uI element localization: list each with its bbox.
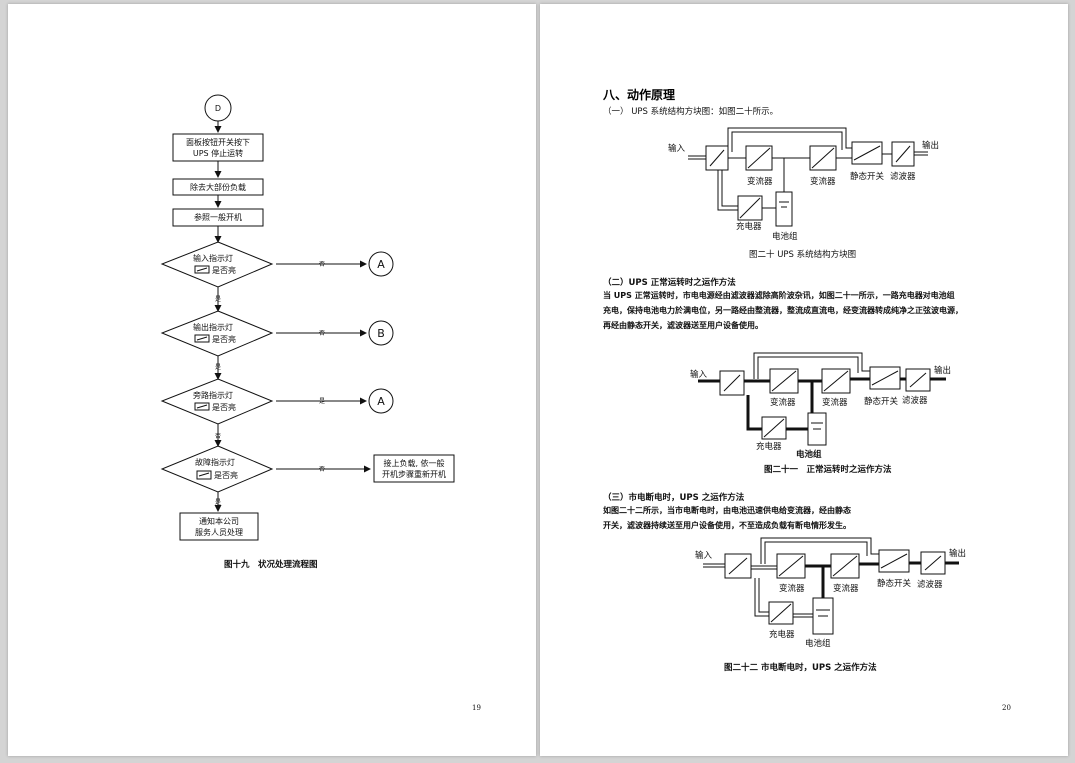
step3-label: 参照一般开机 [194,212,242,222]
no-label: 否 [319,261,325,268]
decision3-line2: 是否亮 [212,402,236,412]
connector-b [368,320,394,346]
end-line2: 服务人员处理 [195,527,243,537]
start-label: D [215,104,221,113]
normal-operation-diagram: 输入 变流器 变流器 静态开关 滤波器 输出 充电器 电池组 [690,352,951,460]
static-switch-label: 静态开关 [864,396,899,407]
connector-b-label: B [377,327,385,340]
side-line2: 开机步骤重新开机 [382,469,446,479]
yes-label: 是 [215,364,221,371]
decision4-line2: 是否亮 [214,470,238,480]
decision2-line2: 是否亮 [212,334,236,344]
figure-21-caption: 图二十一 正常运转时之运作方法 [764,465,892,475]
charger-label: 充电器 [736,221,762,232]
section-title: 八、动作原理 [603,88,676,102]
figure-22-caption: 图二十二 市电断电时，UPS 之运作方法 [724,663,877,673]
filter-label: 滤波器 [890,171,916,182]
body-line: 如图二十二所示，当市电断电时，由电池迅速供电给变流器，经由静态 [603,506,851,515]
yes-label: 是 [215,296,221,303]
body-line: 当 UPS 正常运转时，市电电源经由滤波器滤除高阶波杂讯，如图二十一所示，一路充… [603,291,955,300]
end-line1: 通知本公司 [199,516,239,526]
decision-diamond [160,241,274,288]
status-flowchart: D 面板按钮开关按下 UPS 停止运转 除去大部份负载 参照一般开机 输入指示灯… [160,94,455,541]
process-box [172,178,264,196]
body-line: 再经由静态开关，滤波器送至用户设备使用。 [603,321,763,330]
decision1-line2: 是否亮 [212,265,236,275]
figure-caption: 图十九 状况处理流程图 [224,560,318,570]
static-switch-label: 静态开关 [850,171,885,182]
converter-label: 变流器 [770,397,796,408]
decision1-line1: 输入指示灯 [193,253,233,263]
step2-label: 除去大部份负载 [190,182,246,192]
power-outage-diagram: 输入 变流器 变流器 静态开关 滤波器 输出 充电器 电池组 [695,537,966,649]
body-line: 开关，滤波器持续送至用户设备使用，不至造成负载有断电情形发生。 [603,521,851,530]
converter-label: 变流器 [747,176,773,187]
converter-label: 变流器 [779,583,805,594]
decision-diamond [160,310,274,357]
converter-label: 变流器 [810,176,836,187]
charger-label: 充电器 [769,629,795,640]
output-label: 输出 [949,548,966,559]
ups-block-diagram: 输入 变流器 变流器 静态开关 滤波器 输出 充电器 电池组 [668,127,939,242]
input-label: 输入 [690,369,708,380]
yes-label: 是 [215,499,221,506]
battery-label: 电池组 [796,449,822,460]
connector-a-label: A [377,395,385,408]
no-label: 否 [319,466,325,473]
static-switch-label: 静态开关 [877,578,912,589]
connector-a-label: A [377,258,385,271]
battery-label: 电池组 [805,638,831,649]
section-2-heading: （二）UPS 正常运转时之运作方法 [603,278,736,288]
figure-20-caption: 图二十 UPS 系统结构方块图 [749,250,857,260]
section-3-heading: （三）市电断电时，UPS 之运作方法 [603,493,745,503]
decision3-line1: 旁路指示灯 [193,390,233,400]
converter-label: 变流器 [833,583,859,594]
decision-diamond [160,378,274,425]
decision4-line1: 故障指示灯 [195,457,235,467]
decision-diamond [160,445,274,493]
yes-label: 是 [319,398,325,405]
step1-line1: 面板按钮开关按下 [186,137,250,147]
process-box [172,208,264,227]
page-number: 19 [472,704,481,712]
input-label: 输入 [695,550,713,561]
connector-a [368,251,394,277]
process-box [373,454,455,483]
output-label: 输出 [934,365,951,376]
input-label: 输入 [668,143,686,154]
no-label: 否 [215,433,221,440]
body-line: 充电，保持电池电力於满电位，另一路经由整流器，整流成直流电，经变流器转成纯净之正… [603,306,963,315]
battery-label: 电池组 [772,231,798,242]
section-3-body: 如图二十二所示，当市电断电时，由电池迅速供电给变流器，经由静态 开关，滤波器持续… [603,503,851,533]
section-1-heading: （一） UPS 系统结构方块图：如图二十所示。 [603,107,779,117]
process-box [179,512,259,541]
charger-label: 充电器 [756,441,782,452]
decision2-line1: 输出指示灯 [193,322,233,332]
section-2-body: 当 UPS 正常运转时，市电电源经由滤波器滤除高阶波杂讯，如图二十一所示，一路充… [603,288,963,333]
process-box [172,133,264,162]
filter-label: 滤波器 [902,395,928,406]
no-label: 否 [319,330,325,337]
right-page: 八、动作原理 （一） UPS 系统结构方块图：如图二十所示。 [540,4,1068,756]
filter-label: 滤波器 [917,579,943,590]
output-label: 输出 [922,140,939,151]
converter-label: 变流器 [822,397,848,408]
left-page: D 面板按钮开关按下 UPS 停止运转 除去大部份负载 参照一般开机 输入指示灯… [8,4,536,756]
start-connector [204,94,232,122]
page-number: 20 [1002,704,1011,712]
step1-line2: UPS 停止运转 [193,148,243,158]
side-line1: 接上负载, 依一般 [383,458,444,468]
connector-a [368,388,394,414]
